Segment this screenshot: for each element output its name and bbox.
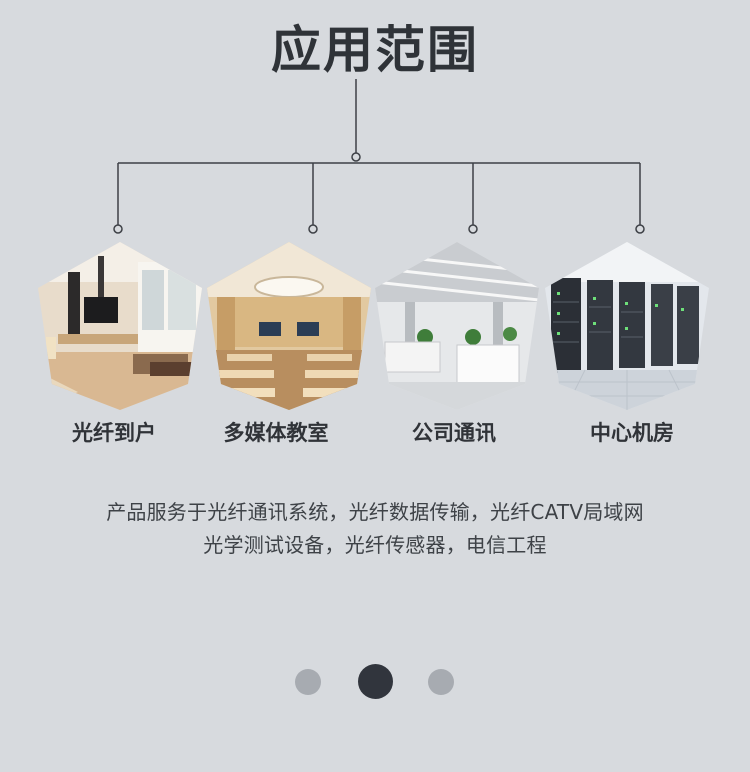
description-line-1: 产品服务于光纤通讯系统，光纤数据传输，光纤CATV局域网 — [106, 500, 644, 524]
description-line-2: 光学测试设备，光纤传感器，电信工程 — [203, 533, 547, 557]
connector-node-1 — [113, 224, 123, 234]
connector-node-center — [351, 152, 361, 162]
label-multimedia-classroom: 多媒体教室 — [223, 421, 329, 445]
carousel-dot-2-active[interactable] — [358, 664, 393, 699]
page-title: 应用范围 — [271, 21, 479, 79]
hex-image-living-room[interactable] — [38, 242, 202, 410]
label-ftth: 光纤到户 — [72, 421, 156, 445]
connector-node-2 — [308, 224, 318, 234]
connector-node-3 — [468, 224, 478, 234]
carousel-pagination — [0, 662, 750, 702]
hex-image-classroom[interactable] — [207, 242, 371, 410]
label-company-communication: 公司通讯 — [412, 421, 496, 445]
hex-image-office[interactable] — [375, 242, 539, 410]
connector-node-4 — [635, 224, 645, 234]
carousel-dot-3[interactable] — [428, 669, 454, 695]
label-data-center: 中心机房 — [590, 421, 674, 445]
hex-image-server-room[interactable] — [545, 242, 709, 410]
carousel-dot-1[interactable] — [295, 669, 321, 695]
